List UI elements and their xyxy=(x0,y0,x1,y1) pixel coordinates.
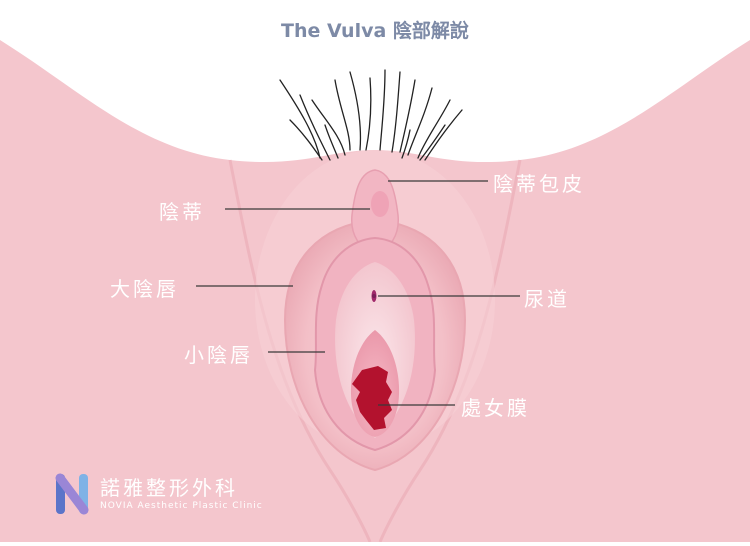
leader-lines xyxy=(196,180,520,406)
label-clitoris: 陰蒂 xyxy=(159,200,205,224)
urethra-dot xyxy=(372,294,376,298)
novia-logo-icon xyxy=(55,473,89,515)
clinic-name-en: NOVIA Aesthetic Plastic Clinic xyxy=(100,501,263,511)
hymen-shape xyxy=(352,366,392,430)
clinic-logo: 諾雅整形外科 NOVIA Aesthetic Plastic Clinic xyxy=(54,470,274,520)
label-labia-majora: 大陰唇 xyxy=(110,277,179,301)
label-clitoral-hood: 陰蒂包皮 xyxy=(493,172,585,196)
label-hymen: 處女膜 xyxy=(461,396,530,420)
label-urethra: 尿道 xyxy=(524,287,570,311)
diagram-title: The Vulva 陰部解說 xyxy=(281,20,469,42)
label-labia-minora: 小陰唇 xyxy=(184,343,253,367)
clitoris-shape xyxy=(371,191,389,217)
pubic-hair xyxy=(279,69,463,161)
clinic-name: 諾雅整形外科 xyxy=(100,476,238,500)
